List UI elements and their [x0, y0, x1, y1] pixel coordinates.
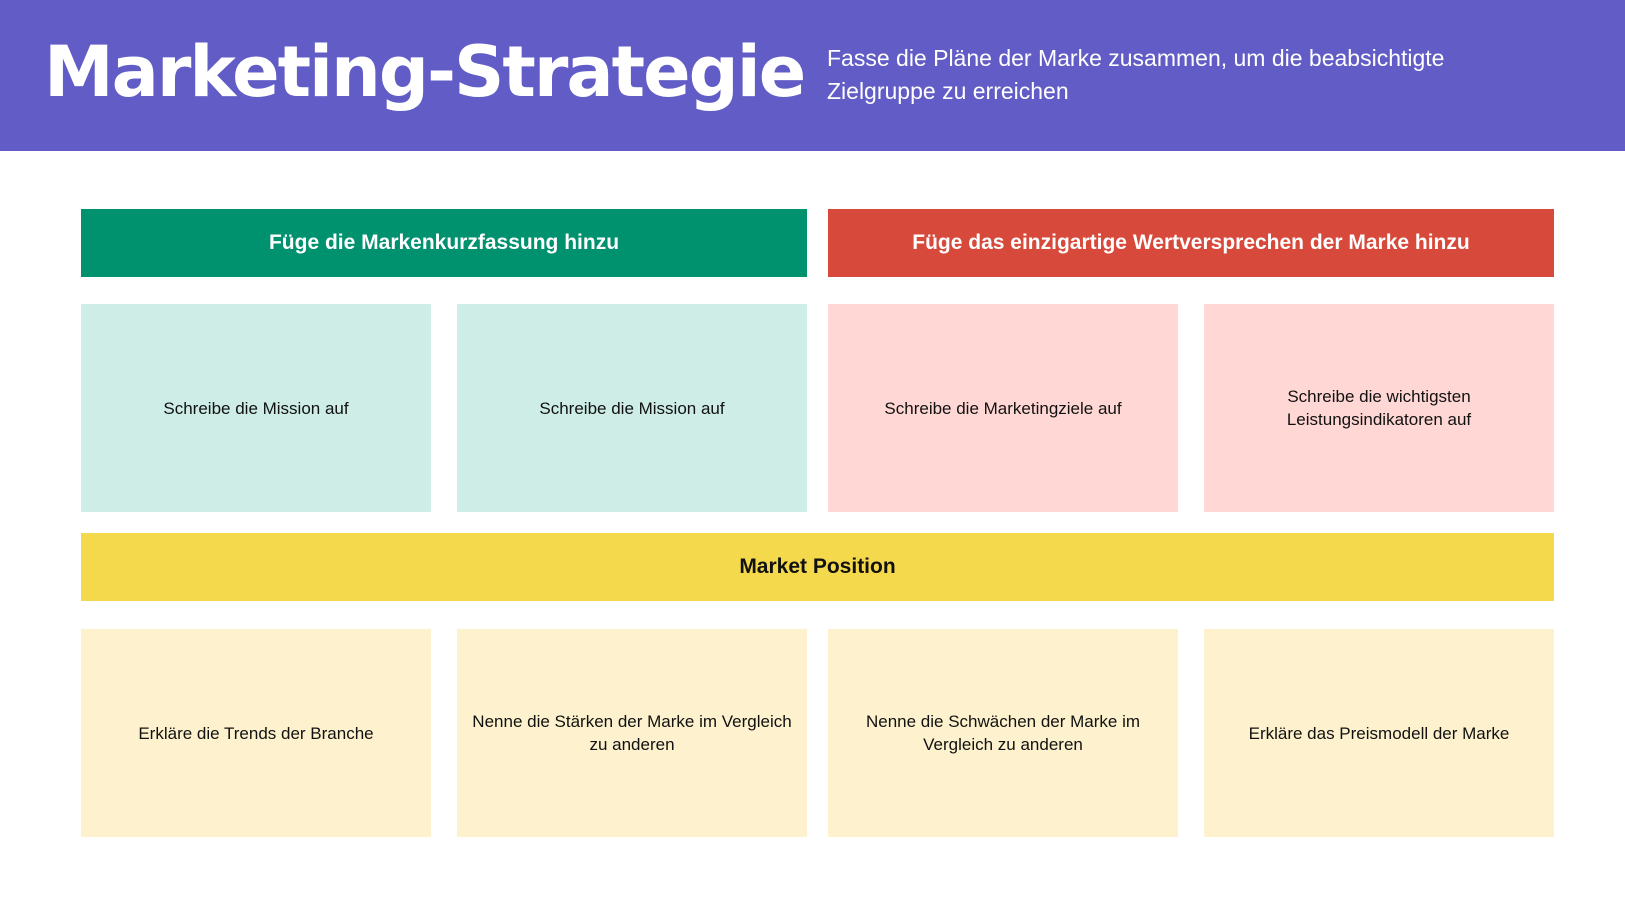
card-text: Erkläre das Preismodell der Marke: [1248, 723, 1510, 743]
card-text: Schreibe die wichtigsten Leistungsindika…: [1286, 387, 1472, 429]
market-position-card[interactable]: Nenne die Stärken der Marke im Vergleich…: [457, 629, 807, 837]
market-position-header[interactable]: Market Position: [81, 533, 1554, 601]
value-proposition-label: Füge das einzigartige Wertversprechen de…: [912, 231, 1470, 254]
value-proposition-card[interactable]: Schreibe die Marketingziele auf: [828, 304, 1178, 512]
card-text: Schreibe die Mission auf: [163, 398, 349, 418]
card-text: Nenne die Schwächen der Marke im Verglei…: [865, 712, 1141, 754]
card-text: Schreibe die Marketingziele auf: [884, 398, 1122, 418]
brand-summary-header[interactable]: Füge die Markenkurzfassung hinzu: [81, 209, 807, 277]
brand-summary-card[interactable]: Schreibe die Mission auf: [457, 304, 807, 512]
market-position-card[interactable]: Erkläre das Preismodell der Marke: [1204, 629, 1554, 837]
card-text: Nenne die Stärken der Marke im Vergleich…: [472, 712, 792, 754]
market-position-card[interactable]: Erkläre die Trends der Branche: [81, 629, 431, 837]
page-title: Marketing-Strategie: [44, 31, 806, 113]
value-proposition-card[interactable]: Schreibe die wichtigsten Leistungsindika…: [1204, 304, 1554, 512]
card-text: Erkläre die Trends der Branche: [138, 723, 374, 743]
page-subtitle: Fasse die Pläne der Marke zusammen, um d…: [827, 45, 1445, 104]
brand-summary-card[interactable]: Schreibe die Mission auf: [81, 304, 431, 512]
market-position-label: Market Position: [739, 555, 896, 578]
card-text: Schreibe die Mission auf: [539, 398, 725, 418]
market-position-card[interactable]: Nenne die Schwächen der Marke im Verglei…: [828, 629, 1178, 837]
value-proposition-header[interactable]: Füge das einzigartige Wertversprechen de…: [828, 209, 1554, 277]
header-banner: Marketing-Strategie Fasse die Pläne der …: [0, 0, 1625, 151]
brand-summary-label: Füge die Markenkurzfassung hinzu: [268, 231, 620, 254]
